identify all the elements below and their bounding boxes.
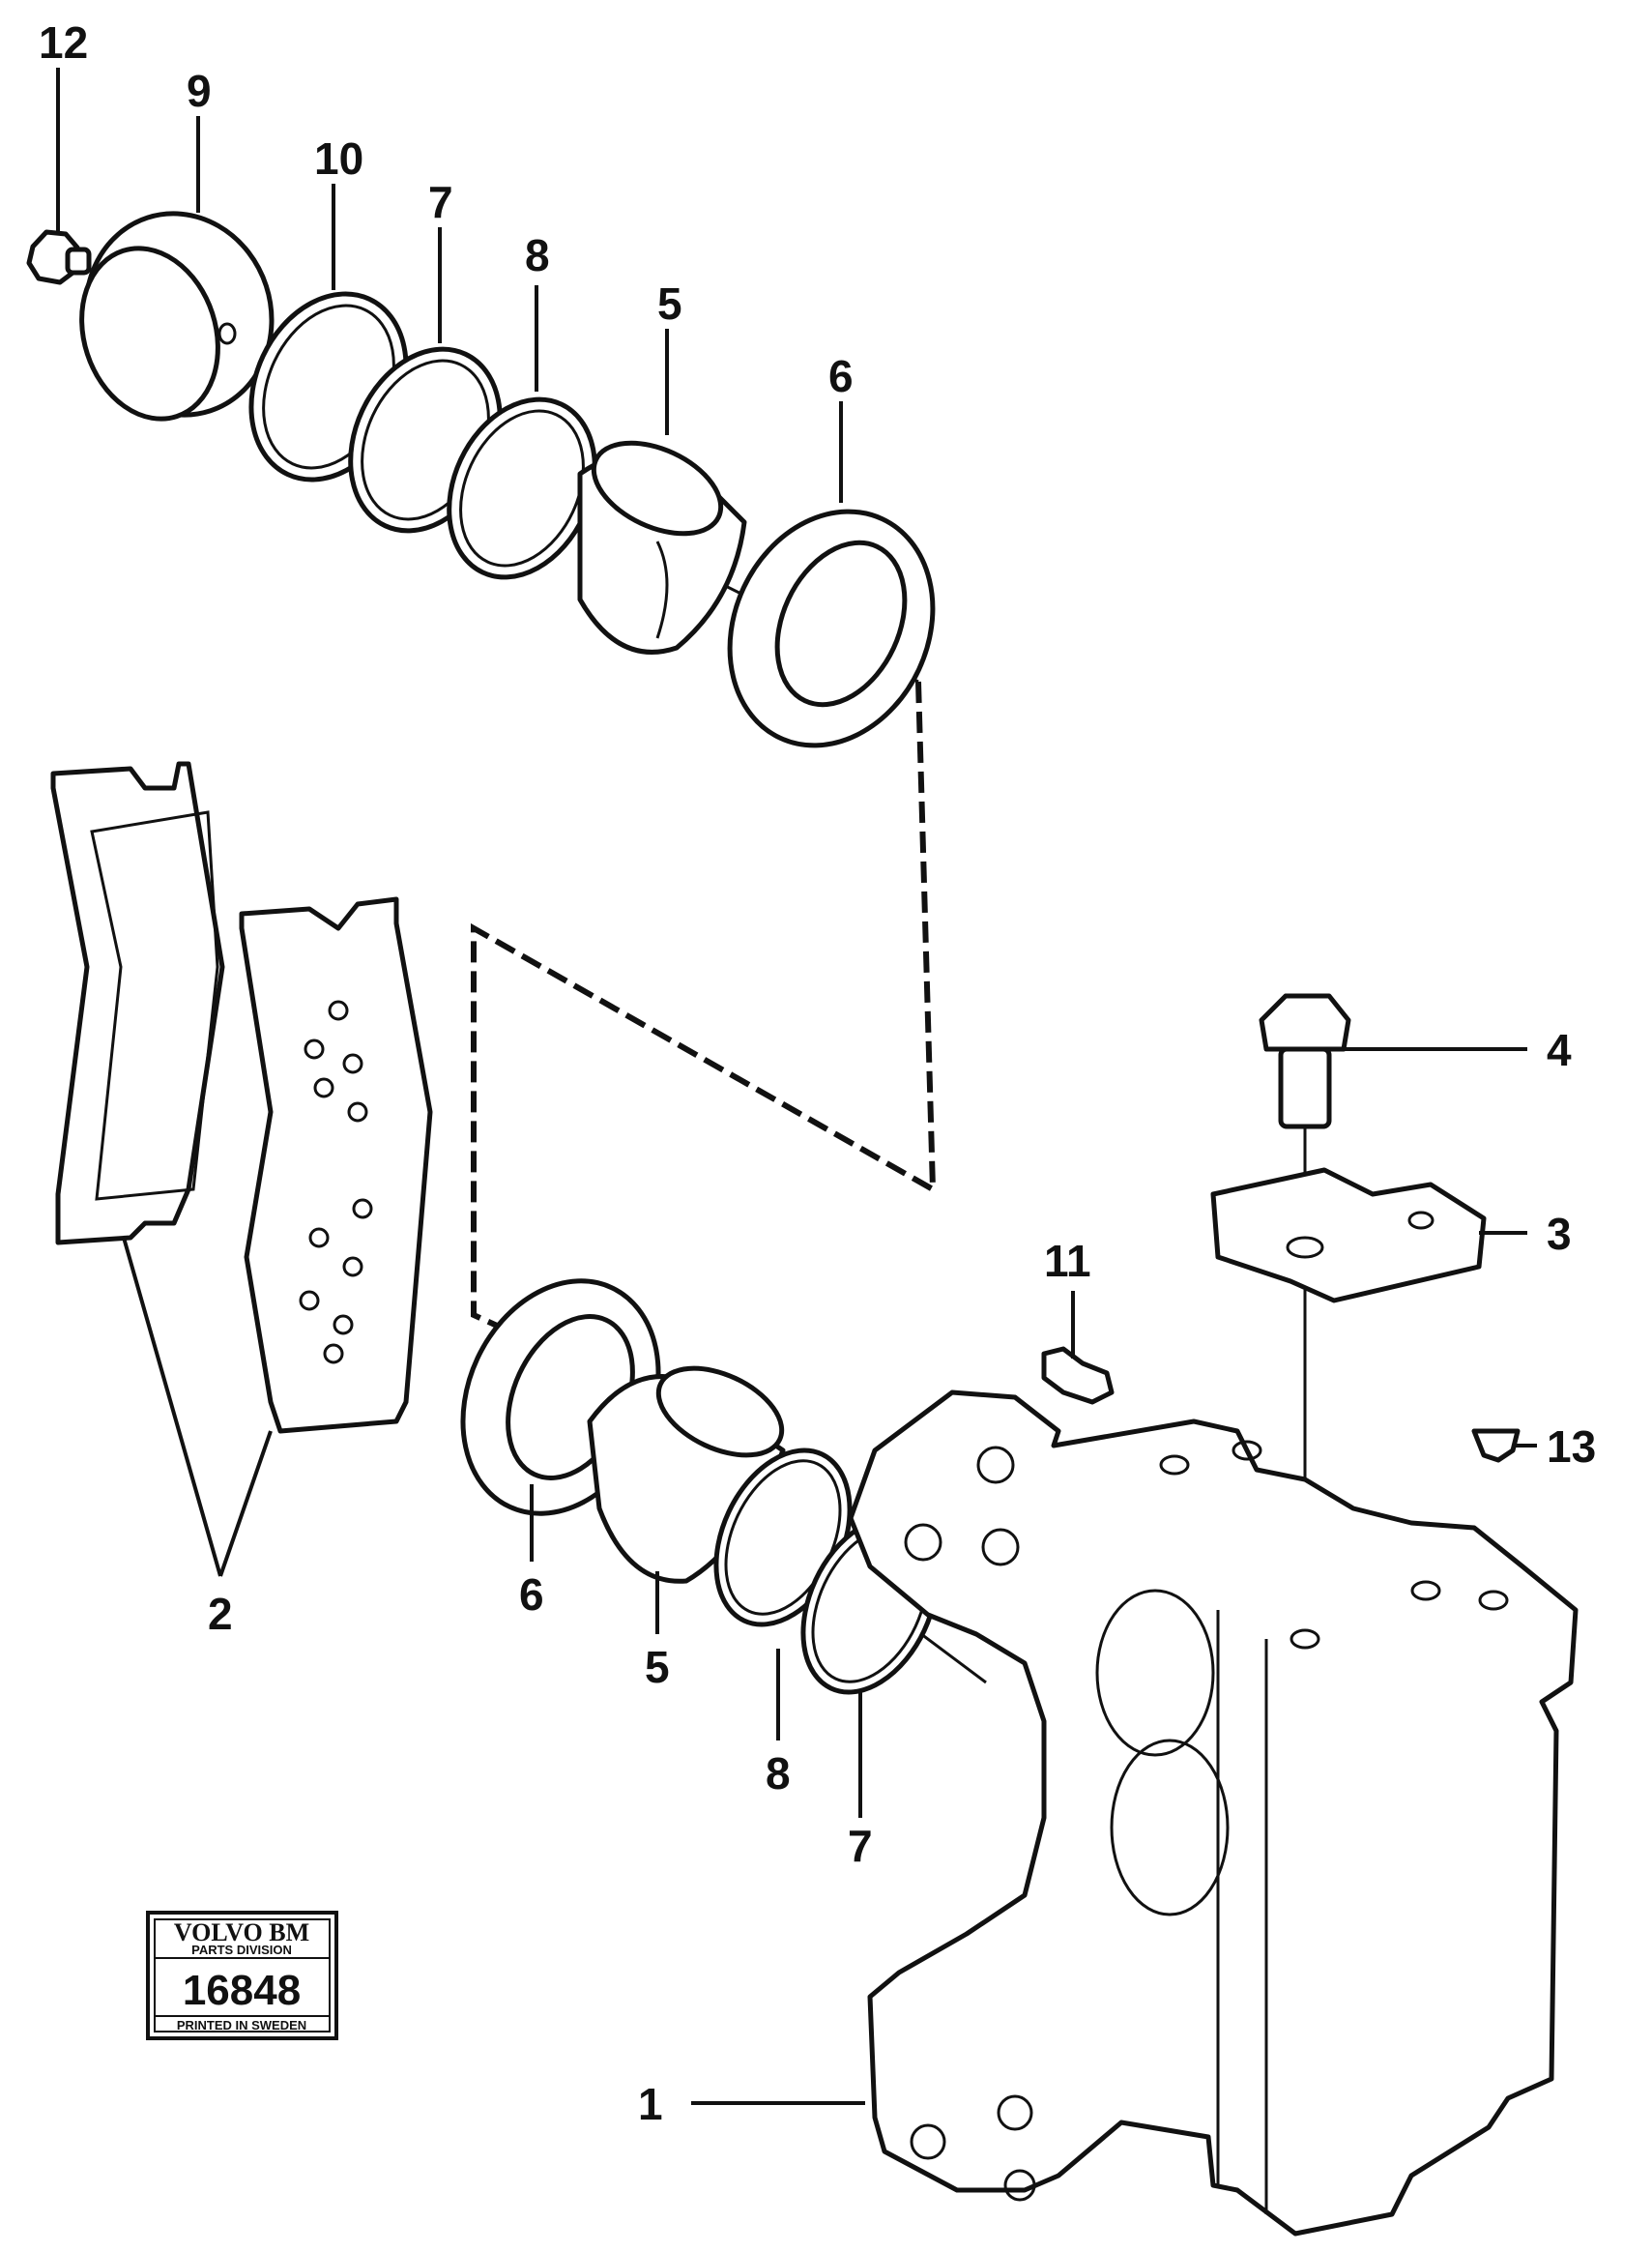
callout-7-top: 7 bbox=[428, 177, 453, 227]
callout-11: 11 bbox=[1044, 1236, 1091, 1286]
stamp-number: 16848 bbox=[183, 1967, 301, 2014]
callout-8-top: 8 bbox=[525, 230, 550, 280]
callout-7-bottom: 7 bbox=[848, 1821, 873, 1871]
callout-12: 12 bbox=[39, 17, 88, 68]
part-1-caliper-housing bbox=[848, 1389, 1579, 2237]
part-2-brake-pad-front bbox=[239, 896, 433, 1434]
callout-13: 13 bbox=[1547, 1421, 1596, 1472]
part-11-grease-nipple bbox=[1041, 1346, 1115, 1405]
part-9-cap bbox=[79, 211, 275, 422]
part-3-plate bbox=[1210, 1167, 1487, 1303]
callout-5-top: 5 bbox=[657, 278, 682, 329]
callout-6-bottom: 6 bbox=[519, 1569, 544, 1620]
callout-2: 2 bbox=[208, 1589, 233, 1639]
callout-10: 10 bbox=[314, 133, 363, 184]
callout-6-top: 6 bbox=[828, 351, 854, 401]
parts-division-stamp: VOLVO BM PARTS DIVISION 16848 PRINTED IN… bbox=[146, 1911, 338, 2040]
callout-8-bottom: 8 bbox=[766, 1748, 791, 1799]
stamp-division: PARTS DIVISION bbox=[191, 1943, 292, 1957]
callout-5-bottom: 5 bbox=[645, 1642, 670, 1692]
part-6-dust-seal-top bbox=[727, 509, 936, 748]
callout-9: 9 bbox=[187, 66, 212, 116]
leader-lines bbox=[56, 68, 1537, 2105]
stamp-brand: VOLVO BM bbox=[174, 1918, 309, 1946]
callout-4: 4 bbox=[1547, 1025, 1572, 1075]
callout-1: 1 bbox=[638, 2079, 663, 2129]
part-4-bolt bbox=[1259, 993, 1351, 1129]
stamp-footer: PRINTED IN SWEDEN bbox=[177, 2018, 306, 2033]
part-12-bleeder-screw bbox=[26, 229, 92, 285]
dashed-guide-line bbox=[471, 681, 937, 1342]
part-13-plug bbox=[1471, 1428, 1521, 1463]
callout-3: 3 bbox=[1547, 1209, 1572, 1259]
part-2-brake-pad-rear bbox=[50, 761, 225, 1245]
part-5-piston-top bbox=[577, 440, 747, 655]
